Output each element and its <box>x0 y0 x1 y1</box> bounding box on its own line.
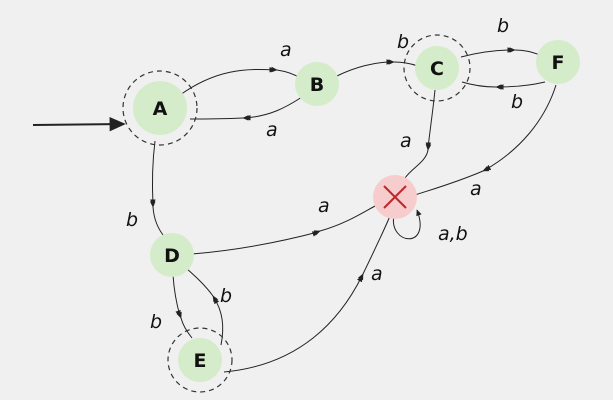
edge-trap-loop <box>393 209 422 240</box>
state-label-E: E <box>194 350 207 372</box>
accept-ring-A <box>122 70 198 146</box>
edge-C-F <box>460 47 541 58</box>
edge-C-trap <box>404 89 436 179</box>
accept-ring-E <box>167 327 233 393</box>
edge-F-trap <box>414 84 557 196</box>
edge-A-B <box>179 66 301 96</box>
state-D[interactable]: D <box>150 233 194 277</box>
edge-label-D-trap: a <box>318 195 330 217</box>
edge-label-E-D: b <box>220 285 232 307</box>
edge-D-E <box>172 274 193 339</box>
state-label-A: A <box>153 98 168 120</box>
state-F[interactable]: F <box>536 40 580 84</box>
edge-label-F-C: b <box>511 91 523 113</box>
state-label-C: C <box>430 58 444 80</box>
edge-label-F-trap: a <box>470 178 482 200</box>
edge-label-C-trap: a <box>400 130 412 152</box>
edge-B-A <box>189 96 303 121</box>
edge-E-D <box>185 267 224 346</box>
state-label-F: F <box>552 52 565 74</box>
edge-F-C <box>461 81 546 90</box>
edge-label-B-A: a <box>266 119 278 141</box>
edge-label-E-trap: a <box>371 263 383 285</box>
edge-D-trap <box>191 205 376 255</box>
state-trap[interactable] <box>373 175 417 219</box>
edge-label-B-C: b <box>397 31 409 53</box>
edge-label-trap-loop: a,b <box>438 223 468 245</box>
edge-label-A-B: a <box>280 39 292 61</box>
accept-ring-C <box>403 34 471 102</box>
edge-label-A-D: b <box>126 209 138 231</box>
edge-E-trap <box>223 215 391 373</box>
edge-label-C-F: b <box>497 15 509 37</box>
state-A[interactable]: A <box>133 81 187 135</box>
state-C[interactable]: C <box>415 46 459 90</box>
edge-label-D-E: b <box>150 311 162 333</box>
state-label-B: B <box>310 74 324 96</box>
cross-icon <box>383 185 407 209</box>
state-B[interactable]: B <box>295 62 339 106</box>
edge-A-D <box>149 140 164 236</box>
edge-B-C <box>336 59 419 77</box>
start-arrow <box>32 116 126 132</box>
state-label-D: D <box>164 245 180 267</box>
state-E[interactable]: E <box>178 338 222 382</box>
